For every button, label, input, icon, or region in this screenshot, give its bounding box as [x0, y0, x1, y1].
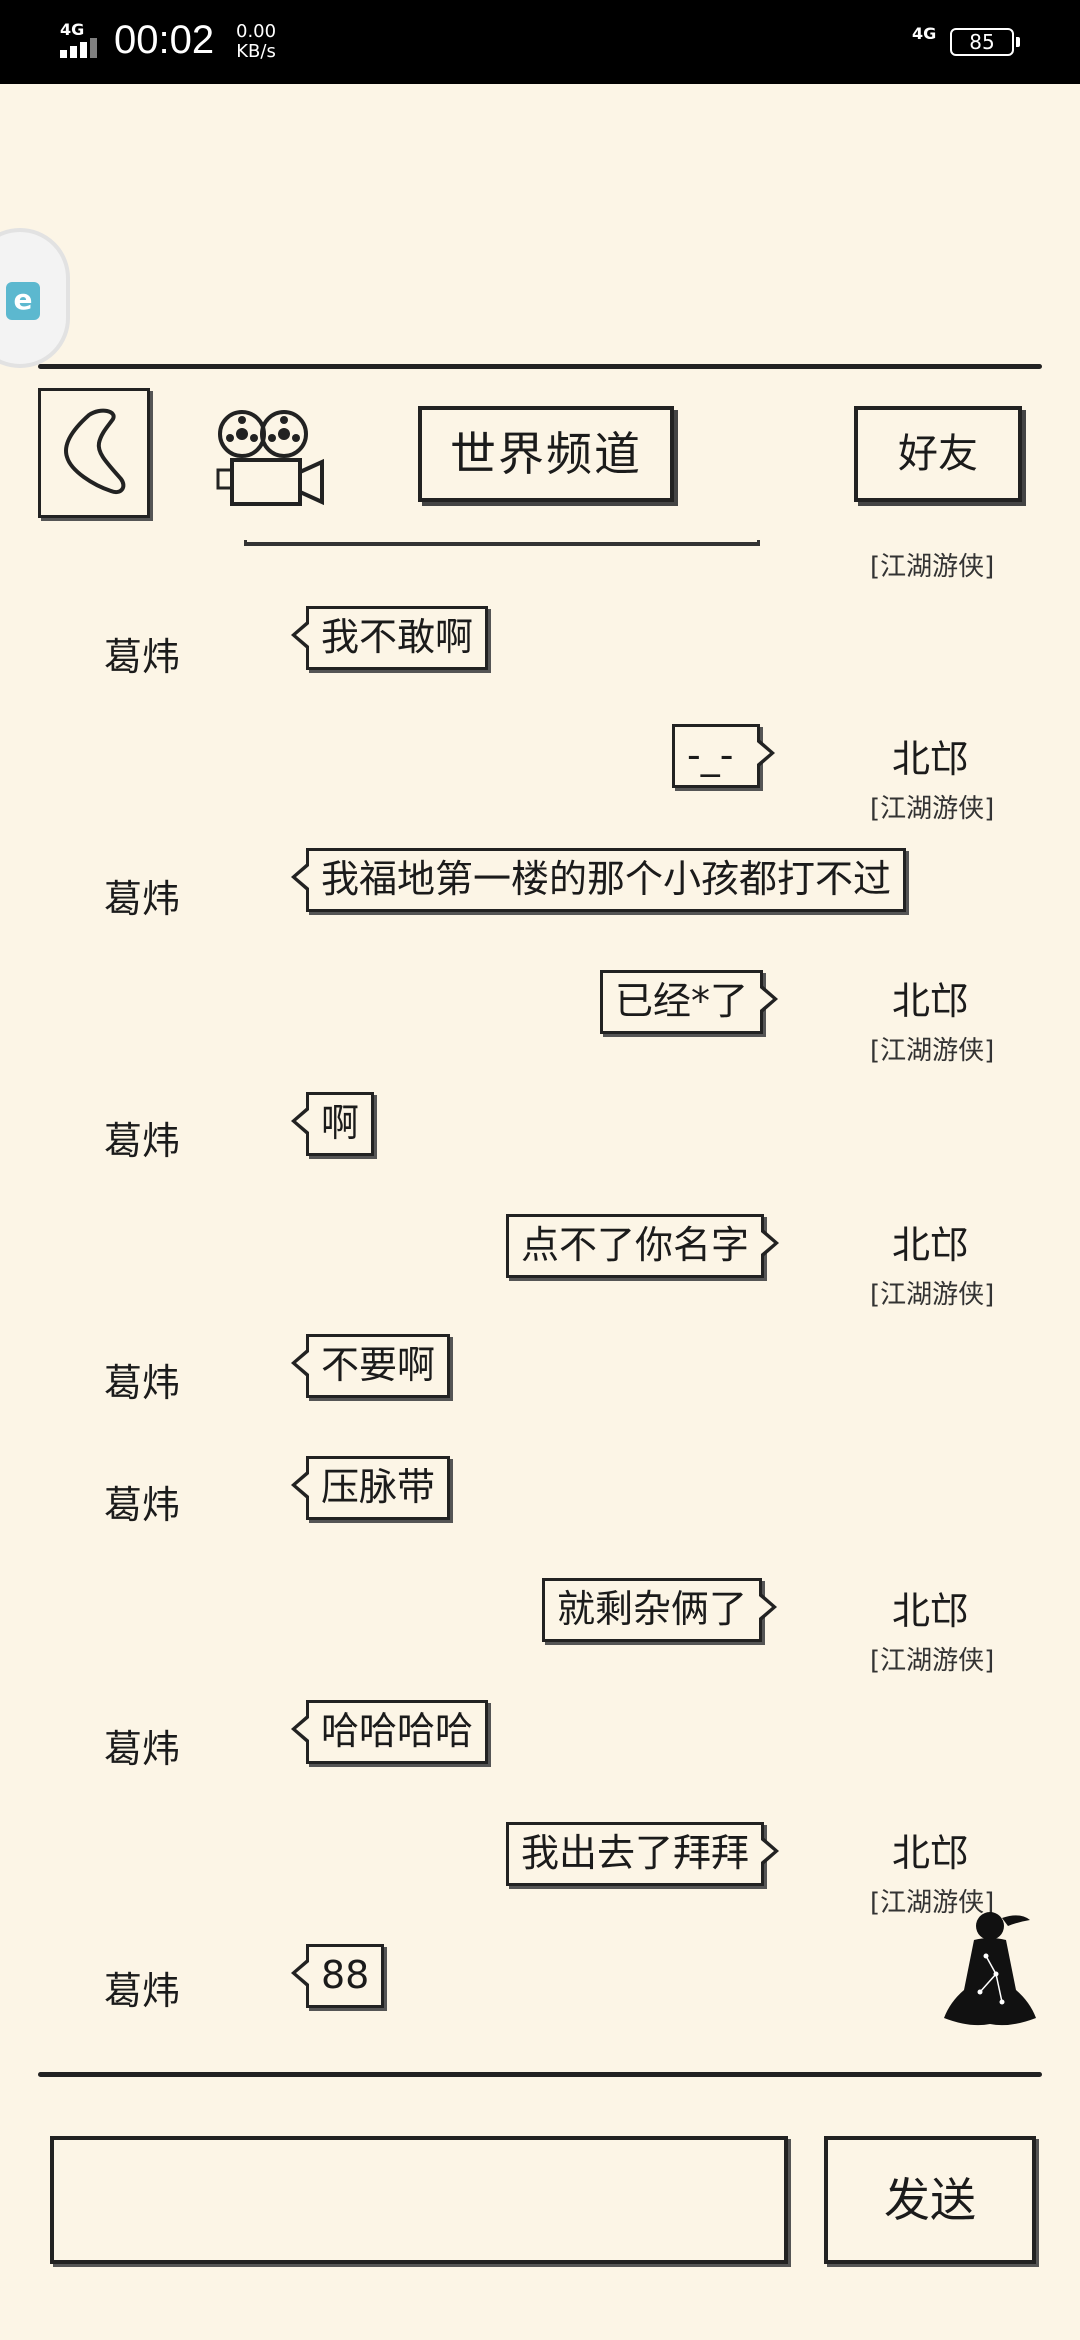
sender-title: [江湖游侠]	[870, 1888, 995, 1918]
message-bubble: 就剩杂俩了	[542, 1578, 778, 1642]
tab-underline	[244, 540, 760, 546]
bottom-divider	[38, 2072, 1042, 2077]
sender-name[interactable]: 葛炜	[104, 877, 181, 921]
film-camera-icon[interactable]	[216, 408, 328, 512]
network-indicator-right: 4G	[912, 24, 937, 43]
message-bubble: 我不敢啊	[290, 606, 489, 670]
message-bubble: 我福地第一楼的那个小孩都打不过	[290, 848, 907, 912]
sender-name[interactable]: 葛炜	[104, 1969, 181, 2013]
message-input[interactable]	[50, 2136, 788, 2264]
sender-title: [江湖游侠]	[870, 552, 995, 582]
status-bar: 4G 00:02 0.00 KB/s 4G 85	[0, 0, 1080, 84]
battery-icon: 85	[950, 28, 1020, 56]
sender-title: [江湖游侠]	[870, 1280, 995, 1310]
message-bubble: 88	[290, 1944, 385, 2008]
friends-button[interactable]: 好友	[854, 406, 1022, 502]
battery-level: 85	[969, 30, 995, 54]
sender-name[interactable]: 北邙	[891, 1223, 968, 1267]
message-bubble: -_-	[672, 724, 775, 788]
status-time: 00:02	[114, 18, 215, 62]
message-bubble: 啊	[290, 1092, 375, 1156]
message-bubble: 已经*了	[600, 970, 779, 1034]
sender-title: [江湖游侠]	[870, 794, 995, 824]
sender-name[interactable]: 北邙	[891, 737, 968, 781]
app-badge-icon: e	[6, 282, 40, 320]
sender-name[interactable]: 葛炜	[104, 1119, 181, 1163]
message-bubble: 我出去了拜拜	[506, 1822, 780, 1886]
sender-name[interactable]: 北邙	[891, 1831, 968, 1875]
sender-name[interactable]: 葛炜	[104, 1361, 181, 1405]
floating-assistant-button[interactable]: e	[0, 228, 70, 368]
network-indicator-left: 4G	[60, 20, 85, 39]
sender-title: [江湖游侠]	[870, 1036, 995, 1066]
sender-name[interactable]: 葛炜	[104, 1727, 181, 1771]
meditating-figure-icon[interactable]	[940, 1906, 1040, 2036]
sender-name[interactable]: 北邙	[891, 979, 968, 1023]
message-bubble: 哈哈哈哈	[290, 1700, 489, 1764]
message-bubble: 压脉带	[290, 1456, 451, 1520]
message-bubble: 不要啊	[290, 1334, 451, 1398]
network-speed-value: 0.00	[236, 21, 277, 42]
send-button[interactable]: 发送	[824, 2136, 1036, 2264]
sender-name[interactable]: 葛炜	[104, 1483, 181, 1527]
sender-name[interactable]: 北邙	[891, 1589, 968, 1633]
tab-world-channel[interactable]: 世界频道	[418, 406, 674, 502]
network-speed: 0.00 KB/s	[236, 22, 276, 62]
back-button[interactable]	[38, 388, 150, 518]
signal-bars-icon	[60, 38, 104, 58]
sender-title: [江湖游侠]	[870, 1646, 995, 1676]
back-chevron-icon	[64, 408, 126, 494]
network-speed-unit: KB/s	[236, 41, 276, 62]
sender-name[interactable]: 葛炜	[104, 635, 181, 679]
message-bubble: 点不了你名字	[506, 1214, 780, 1278]
top-divider	[38, 364, 1042, 369]
